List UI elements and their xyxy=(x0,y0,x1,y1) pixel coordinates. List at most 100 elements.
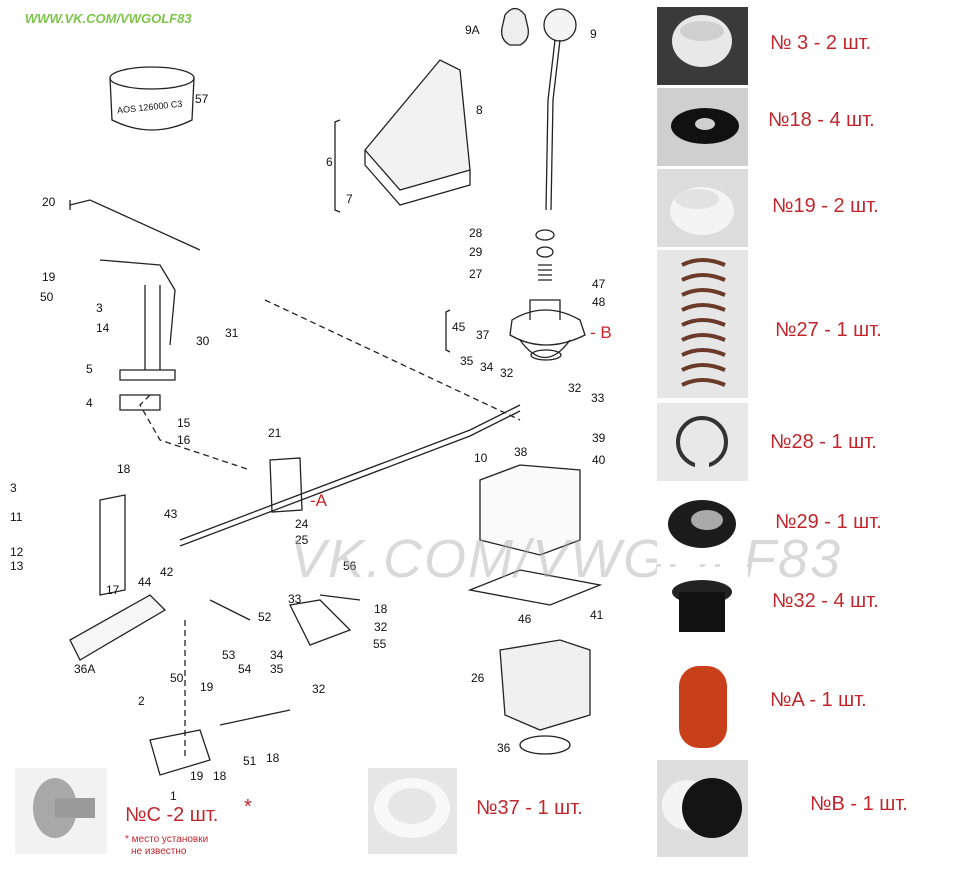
label-46: 46 xyxy=(518,612,532,626)
label-21: 21 xyxy=(268,426,282,440)
caption-part-28: №28 - 1 шт. xyxy=(770,431,877,453)
label-33a: 33 xyxy=(591,391,605,405)
label-50a: 50 xyxy=(40,290,54,304)
label-6: 6 xyxy=(326,155,333,169)
photo-part-3 xyxy=(657,7,748,85)
caption-part-a: №A - 1 шт. xyxy=(770,689,867,711)
label-32a: 32 xyxy=(500,366,514,380)
label-11: 11 xyxy=(10,510,23,524)
label-40: 40 xyxy=(592,453,606,467)
label-5: 5 xyxy=(86,362,93,376)
caption-part-27: №27 - 1 шт. xyxy=(775,319,882,341)
label-37: 37 xyxy=(476,328,490,342)
label-57: 57 xyxy=(195,92,209,106)
caption-part-c: №C -2 шт. xyxy=(125,804,219,826)
ring-stamp: AOS 126000 C3 xyxy=(117,99,183,116)
label-32b: 32 xyxy=(568,381,582,395)
tag-a-label: -A xyxy=(310,491,328,510)
label-34a: 34 xyxy=(480,360,494,374)
photo-part-28 xyxy=(657,403,748,481)
tag-b-label: - B xyxy=(590,323,612,342)
photo-part-18 xyxy=(657,88,748,166)
caption-part-3: № 3 - 2 шт. xyxy=(770,32,872,54)
label-15: 15 xyxy=(177,416,191,430)
photo-part-27 xyxy=(657,250,748,398)
label-43: 43 xyxy=(164,507,178,521)
photo-part-32 xyxy=(657,567,748,645)
label-53: 53 xyxy=(222,648,236,662)
photo-part-a xyxy=(657,648,748,754)
label-42: 42 xyxy=(160,565,174,579)
label-30: 30 xyxy=(196,334,210,348)
label-34b: 34 xyxy=(270,648,284,662)
label-45: 45 xyxy=(452,320,466,334)
label-10: 10 xyxy=(474,451,488,465)
label-17: 17 xyxy=(106,583,120,597)
label-29: 29 xyxy=(469,245,483,259)
label-56: 56 xyxy=(343,559,357,573)
label-7: 7 xyxy=(346,192,353,206)
label-50b: 50 xyxy=(170,671,184,685)
watermark-center: VK.COM/VWGOLF83 xyxy=(290,529,843,589)
label-24: 24 xyxy=(295,517,309,531)
label-54: 54 xyxy=(238,662,252,676)
label-2: 2 xyxy=(138,694,145,708)
label-48: 48 xyxy=(592,295,606,309)
label-3b: 3 xyxy=(10,481,17,495)
caption-part-37: №37 - 1 шт. xyxy=(476,797,583,819)
label-36: 36 xyxy=(497,741,511,755)
label-18c: 18 xyxy=(266,751,280,765)
label-18d: 18 xyxy=(213,769,227,783)
label-31: 31 xyxy=(225,326,239,340)
caption-part-18: №18 - 4 шт. xyxy=(768,109,875,131)
label-44: 44 xyxy=(138,575,152,589)
label-9a: 9A xyxy=(465,23,480,37)
label-38: 38 xyxy=(514,445,528,459)
label-51: 51 xyxy=(243,754,257,768)
photo-part-29 xyxy=(657,486,748,564)
label-3a: 3 xyxy=(96,301,103,315)
caption-part-b: №B - 1 шт. xyxy=(810,793,908,815)
label-55: 55 xyxy=(373,637,387,651)
label-16: 16 xyxy=(177,433,191,447)
caption-part-c-star: * xyxy=(244,796,252,818)
label-33b: 33 xyxy=(288,592,302,606)
label-28: 28 xyxy=(469,226,483,240)
photo-part-37 xyxy=(368,768,457,854)
label-26: 26 xyxy=(471,671,485,685)
label-9: 9 xyxy=(590,27,597,41)
note-line-1: * место установки xyxy=(125,834,209,845)
label-14: 14 xyxy=(96,321,110,335)
caption-part-32: №32 - 4 шт. xyxy=(772,590,879,612)
label-39: 39 xyxy=(592,431,606,445)
label-32d: 32 xyxy=(312,682,326,696)
label-27: 27 xyxy=(469,267,483,281)
label-1: 1 xyxy=(170,789,177,803)
label-19a: 19 xyxy=(42,270,56,284)
label-20: 20 xyxy=(42,195,56,209)
label-32c: 32 xyxy=(374,620,388,634)
photo-part-b xyxy=(657,760,748,857)
photo-part-19 xyxy=(657,169,748,247)
caption-part-29: №29 - 1 шт. xyxy=(775,511,882,533)
label-18a: 18 xyxy=(117,462,131,476)
photo-part-c xyxy=(15,768,107,854)
label-18b: 18 xyxy=(374,602,388,616)
label-47: 47 xyxy=(592,277,606,291)
caption-note: * место установки не известно xyxy=(125,834,208,858)
label-36a: 36A xyxy=(74,662,95,676)
label-52: 52 xyxy=(258,610,272,624)
label-41: 41 xyxy=(590,608,604,622)
label-35b: 35 xyxy=(270,662,284,676)
label-19b: 19 xyxy=(200,680,214,694)
note-line-2: не известно xyxy=(131,846,187,857)
caption-part-19: №19 - 2 шт. xyxy=(772,195,879,217)
label-4: 4 xyxy=(86,396,93,410)
label-8: 8 xyxy=(476,103,483,117)
label-19c: 19 xyxy=(190,769,204,783)
label-35a: 35 xyxy=(460,354,474,368)
watermark-top: WWW.VK.COM/VWGOLF83 xyxy=(25,11,192,26)
label-12: 12 xyxy=(10,545,24,559)
label-25: 25 xyxy=(295,533,309,547)
